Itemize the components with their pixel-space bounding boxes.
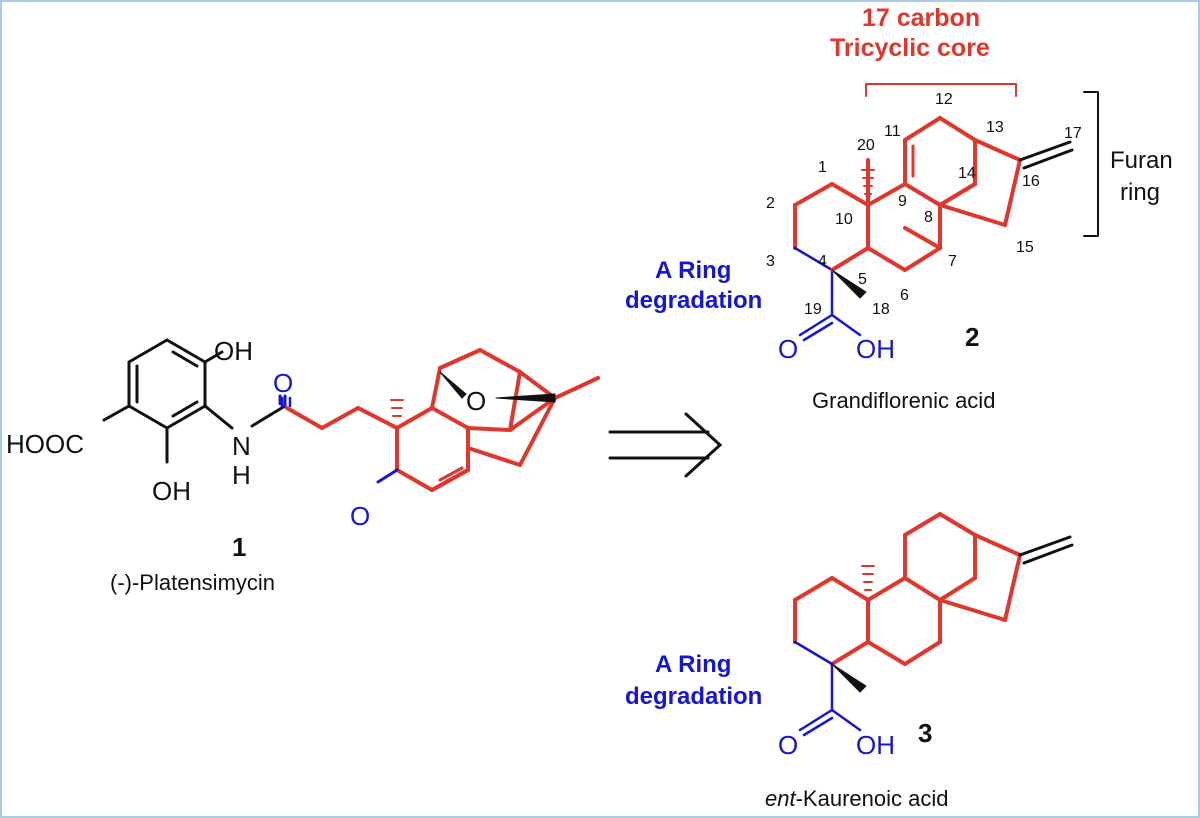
atom-16: 16 [1022,173,1040,190]
compound-3-number: 3 [918,718,932,748]
atom-2: 2 [766,195,775,212]
amide-h-label: H [232,460,251,490]
atom-12: 12 [935,91,953,108]
atom-9: 9 [898,193,907,210]
atom-7: 7 [948,253,957,270]
acid-oh-label-c2: OH [856,334,895,364]
atom-20: 20 [857,137,875,154]
acid-oh-label-c3: OH [856,730,895,760]
acid-o-label-c3: O [778,730,798,760]
core-label-line2: Tricyclic core [830,34,990,62]
atom-19: 19 [804,301,822,318]
atom-5: 5 [858,271,867,288]
amide-carbonyl-o-label: O [273,368,293,398]
amide-n-label: N [232,431,251,461]
compound-1-name: (-)-Platensimycin [110,570,275,595]
aring-label-line1-c3: A Ring [655,651,731,678]
compound-3-name-rest: -Kaurenoic acid [796,786,949,811]
cooh-label: HOOC [6,429,84,459]
atom-6: 6 [900,287,909,304]
atom-17: 17 [1064,125,1082,142]
atom-18: 18 [872,301,890,318]
oh-bottom-label: OH [152,476,191,506]
aring-label-line2-c2: degradation [625,287,762,314]
atom-10: 10 [835,211,853,228]
compound-2-name: Grandiflorenic acid [812,388,995,413]
atom-15: 15 [1016,239,1034,256]
atom-14: 14 [958,165,976,182]
aring-label-line1-c2: A Ring [655,257,731,284]
furan-label-line1: Furan [1110,147,1173,174]
compound-1-structure [102,338,600,492]
compound-3-name: ent-Kaurenoic acid [765,786,948,811]
oh-top-label: OH [214,336,253,366]
compound-2-structure [793,83,1099,342]
atom-numbers-c2: 1 2 3 4 5 6 7 8 9 10 11 12 13 14 15 16 1… [766,91,1082,318]
acid-o-label-c2: O [778,334,798,364]
retrosynthesis-arrow [608,412,723,478]
compound-3-name-prefix: ent [765,786,796,811]
atom-4: 4 [818,253,827,270]
core-label-line1: 17 carbon [862,4,980,32]
ether-o-label: O [466,386,486,416]
aring-label-line2-c3: degradation [625,683,762,710]
compound-2-number: 2 [965,322,979,352]
atom-1: 1 [818,159,827,176]
atom-13: 13 [986,119,1004,136]
ketone-o-label: O [350,501,370,531]
compound-3-structure [793,512,1074,737]
atom-3: 3 [766,253,775,270]
atom-8: 8 [924,209,933,226]
furan-label-line2: ring [1120,179,1160,206]
compound-1-number: 1 [232,532,246,562]
atom-11: 11 [884,123,901,140]
